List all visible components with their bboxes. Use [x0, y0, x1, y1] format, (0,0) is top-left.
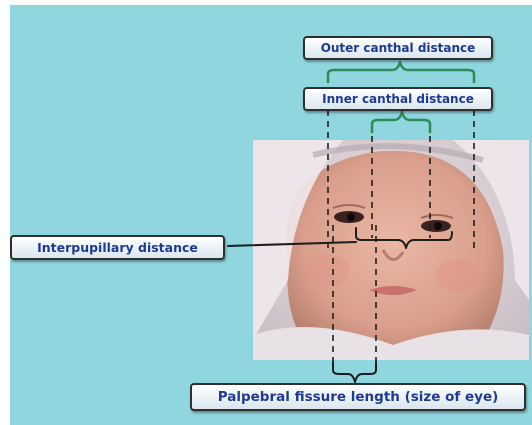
palpebral-fissure-brace — [333, 362, 376, 382]
interpupillary-leader — [228, 242, 356, 246]
outer-canthal-brace — [328, 62, 474, 82]
outer-canthal-distance-label: Outer canthal distance — [303, 36, 493, 60]
interpupillary-distance-label: Interpupillary distance — [10, 235, 225, 260]
palpebral-fissure-length-label: Palpebral fissure length (size of eye) — [190, 383, 526, 411]
inner-canthal-brace — [372, 112, 430, 132]
interpupillary-brace — [356, 228, 452, 248]
inner-canthal-distance-label: Inner canthal distance — [303, 87, 493, 111]
